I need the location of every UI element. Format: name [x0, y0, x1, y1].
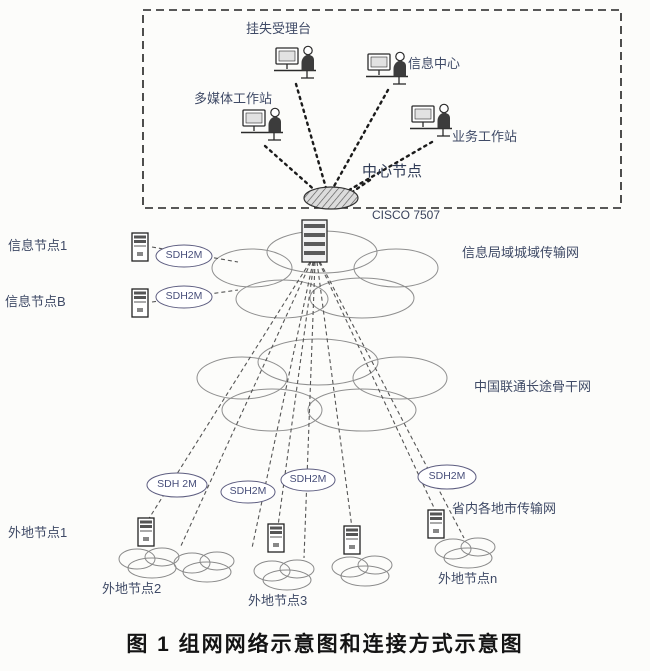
server-icon: [137, 517, 155, 547]
workstation-icon: [240, 107, 284, 141]
backbone-network-cloud: [196, 338, 448, 432]
remote-node-label-4: 外地节点n: [438, 571, 498, 586]
workstation-label-4: 业务工作站: [452, 129, 518, 144]
router-model-label: CISCO 7507: [372, 208, 441, 222]
server-icon: [427, 509, 445, 539]
provincial-network-label: 省内各地市传输网: [452, 501, 557, 516]
backbone-network-label: 中国联通长途骨干网: [474, 379, 592, 394]
local-node-label-2: 信息节点B: [5, 294, 66, 309]
server-icon: [131, 232, 149, 262]
remote-node-label-3: 外地节点3: [248, 593, 308, 608]
server-icon: [267, 523, 285, 553]
sdh-link-label: SDH2M: [229, 485, 267, 497]
workstation-icon: [409, 103, 453, 137]
figure-caption: 图 1 组网网络示意图和连接方式示意图: [126, 633, 524, 656]
workstation-label-1: 挂失受理台: [246, 21, 312, 36]
metro-network-cloud: [211, 230, 439, 319]
router-icon: [301, 219, 328, 263]
server-icon: [131, 288, 149, 318]
sdh-link-label: SDH2M: [165, 290, 203, 302]
sdh-link-label: SDH2M: [289, 473, 327, 485]
sdh-link-label: SDH2M: [165, 249, 203, 261]
remote-node-label-2: 外地节点2: [102, 581, 162, 596]
center-site-dashed-box: [142, 9, 622, 209]
sdh-link-ellipses: [146, 244, 477, 504]
workstation-label-2: 信息中心: [408, 56, 461, 71]
center-hub-icon: [303, 186, 359, 210]
workstation-icon: [365, 51, 409, 85]
local-node-label-1: 信息节点1: [8, 238, 68, 253]
server-icon: [343, 525, 361, 555]
center-node-label: 中心节点: [362, 163, 423, 180]
workstation-label-3: 多媒体工作站: [194, 91, 273, 106]
remote-node-label-1: 外地节点1: [8, 525, 68, 540]
metro-network-label: 信息局域城域传输网: [462, 245, 580, 260]
sdh-link-label: SDH 2M: [157, 478, 197, 490]
sdh-link-label: SDH2M: [428, 470, 466, 482]
workstation-icon: [273, 45, 317, 79]
